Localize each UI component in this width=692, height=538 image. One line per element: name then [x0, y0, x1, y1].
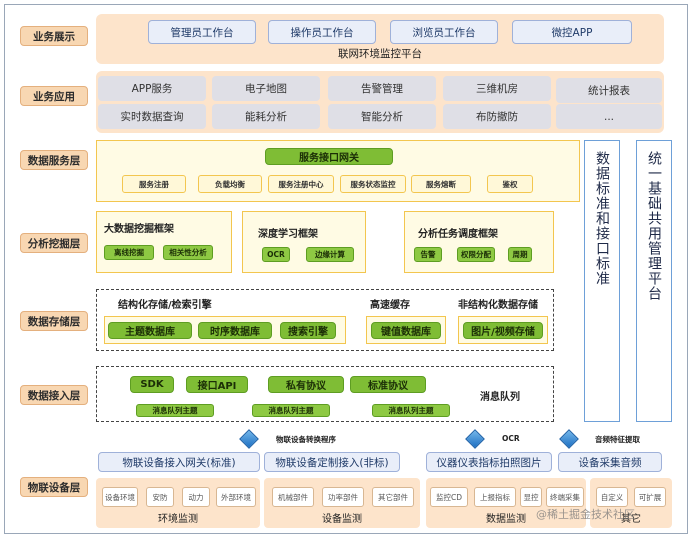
gateway-meter-photo: 仪器仪表指标拍照图片: [426, 452, 552, 472]
app-smart-analysis: 智能分析: [328, 104, 436, 129]
data-item-display: 显控: [520, 487, 542, 507]
app-report: 统计报表: [556, 78, 662, 103]
app-realtime-query: 实时数据查询: [98, 104, 206, 129]
service-gateway: 服务接口网关: [265, 148, 393, 165]
unstructured-title: 非结构化数据存储: [458, 300, 538, 311]
task-schedule-framework: [404, 211, 554, 273]
display-item-admin: 管理员工作台: [148, 20, 256, 44]
service-register: 服务注册: [122, 175, 186, 193]
search-engine: 搜索引擎: [280, 322, 336, 339]
standards-bar: 数据标准和接口标准: [584, 140, 620, 422]
timeseries-database: 时序数据库: [198, 322, 272, 339]
data-item-terminal: 终端采集: [546, 487, 584, 507]
env-item-security: 安防: [146, 487, 174, 507]
display-item-wechat-app: 微控APP: [512, 20, 632, 44]
dev-item-power-part: 功率部件: [322, 487, 364, 507]
deep-learning-framework: [242, 211, 366, 273]
queue-topic-2: 消息队列主题: [252, 404, 330, 417]
access-private-protocol: 私有协议: [268, 376, 344, 393]
deep-ocr: OCR: [262, 247, 290, 262]
app-arm-disarm: 布防撤防: [443, 104, 551, 129]
other-item-extensible: 可扩展: [634, 487, 666, 507]
other-label: 其它: [621, 514, 641, 525]
topic-database: 主题数据库: [108, 322, 192, 339]
env-item-power: 动力: [182, 487, 210, 507]
gateway-standard: 物联设备接入网关(标准): [98, 452, 260, 472]
app-map: 电子地图: [212, 76, 320, 101]
cache-title: 高速缓存: [370, 300, 410, 311]
env-item-device: 设备环境: [102, 487, 138, 507]
access-sdk: SDK: [130, 376, 174, 393]
storage-panel: [96, 289, 554, 351]
dev-item-mechanical: 机械部件: [272, 487, 314, 507]
gateway-custom: 物联设备定制接入(非标): [264, 452, 400, 472]
other-item-custom: 自定义: [596, 487, 628, 507]
service-monitor: 服务状态监控: [340, 175, 406, 193]
display-item-viewer: 浏览员工作台: [390, 20, 498, 44]
layer-label-analysis: 分析挖掘层: [20, 233, 88, 253]
access-standard-protocol: 标准协议: [350, 376, 426, 393]
bigdata-title: 大数据挖掘框架: [104, 224, 174, 235]
image-video-storage: 图片/视频存储: [463, 322, 543, 339]
standards-text: 数据标准和接口标准: [594, 151, 610, 286]
data-item-report: 上报指标: [474, 487, 516, 507]
queue-topic-1: 消息队列主题: [136, 404, 214, 417]
task-permission: 权限分配: [457, 247, 495, 262]
display-item-operator: 操作员工作台: [268, 20, 376, 44]
note-audio: 音频特征提取: [595, 435, 640, 444]
note-converter: 物联设备转换程序: [276, 435, 336, 444]
data-item-monitor: 监控CD: [430, 487, 468, 507]
service-registry: 服务注册中心: [268, 175, 334, 193]
app-3d-room: 三维机房: [443, 76, 551, 101]
layer-label-data-service: 数据服务层: [20, 150, 88, 170]
device-monitor-label: 设备监测: [322, 514, 362, 525]
note-ocr: OCR: [502, 434, 520, 443]
data-monitor-label: 数据监测: [486, 514, 526, 525]
structured-title: 结构化存储/检索引擎: [118, 300, 212, 311]
service-load-balance: 负载均衡: [198, 175, 262, 193]
management-platform-text: 统一基础共用管理平台: [646, 151, 662, 301]
message-queue-label: 消息队列: [480, 392, 520, 403]
layer-label-business-display: 业务展示: [20, 26, 88, 46]
layer-label-iot: 物联设备层: [20, 477, 88, 497]
app-alarm: 告警管理: [328, 76, 436, 101]
platform-title: 联网环境监控平台: [338, 48, 422, 60]
task-title: 分析任务调度框架: [418, 229, 498, 240]
deep-edge: 边缘计算: [306, 247, 354, 262]
layer-label-storage: 数据存储层: [20, 311, 88, 331]
gateway-audio: 设备采集音频: [558, 452, 662, 472]
layer-label-business-app: 业务应用: [20, 86, 88, 106]
env-monitor-label: 环境监测: [158, 514, 198, 525]
bigdata-offline: 离线挖掘: [104, 245, 154, 260]
service-auth: 鉴权: [487, 175, 533, 193]
watermark: @稀土掘金技术社区: [536, 508, 635, 521]
task-alarm: 告警: [414, 247, 442, 262]
access-panel: [96, 366, 554, 422]
dev-item-other-part: 其它部件: [372, 487, 414, 507]
env-item-external: 外部环境: [216, 487, 256, 507]
management-platform-bar: 统一基础共用管理平台: [636, 140, 672, 422]
layer-label-access: 数据接入层: [20, 385, 88, 405]
bigdata-correlation: 相关性分析: [163, 245, 213, 260]
queue-topic-3: 消息队列主题: [372, 404, 450, 417]
deep-title: 深度学习框架: [258, 229, 318, 240]
app-energy: 能耗分析: [212, 104, 320, 129]
app-service: APP服务: [98, 76, 206, 101]
task-cycle: 周期: [508, 247, 532, 262]
kv-database: 键值数据库: [371, 322, 441, 339]
app-more: ...: [556, 104, 662, 129]
service-circuit-breaker: 服务熔断: [411, 175, 471, 193]
access-api: 接口API: [186, 376, 248, 393]
bigdata-framework: [96, 211, 232, 273]
